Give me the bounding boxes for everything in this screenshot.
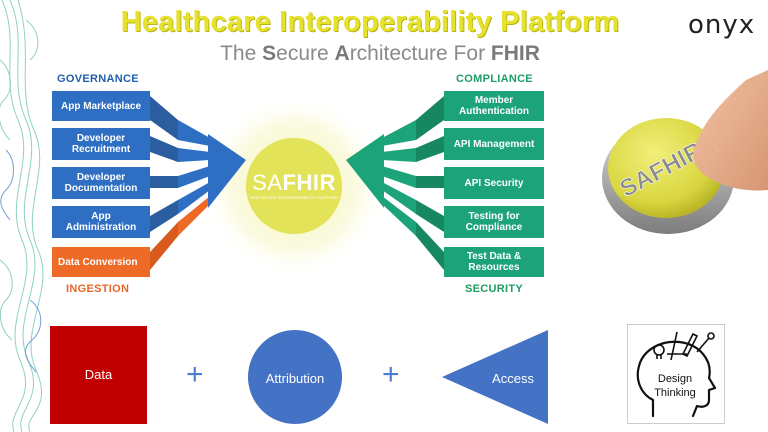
attribution-label: Attribution: [265, 371, 325, 386]
tile-member-authentication: Member Authentication: [444, 91, 544, 121]
data-label: Data: [84, 367, 113, 382]
hub-tagline: HEALTHCARE INTEROPERABILITY PLATFORM: [250, 195, 338, 200]
page-title: Healthcare Interoperability Platform: [120, 6, 620, 38]
safhir-button-image: SAFHIR: [602, 70, 768, 234]
right-arrowhead: [346, 134, 384, 208]
design-thinking-head-icon: [636, 331, 717, 418]
attribution-circle: [248, 330, 342, 424]
tile-developer-recruitment: Developer Recruitment: [52, 128, 150, 160]
tile-api-management: API Management: [444, 128, 544, 160]
tile-data-conversion: Data Conversion: [52, 247, 150, 277]
safhir-hub: [246, 138, 342, 234]
plus-sign-2: +: [382, 358, 400, 391]
tile-api-security: API Security: [444, 167, 544, 199]
button-face: [608, 118, 724, 218]
tile-developer-documentation: Developer Documentation: [52, 167, 150, 199]
compliance-heading: COMPLIANCE: [456, 73, 533, 85]
left-arrowhead: [208, 134, 246, 208]
access-triangle: [442, 330, 548, 424]
topographic-lines-decoration: [0, 0, 44, 432]
onyx-logo: onyx: [688, 10, 756, 40]
plus-sign-1: +: [186, 358, 204, 391]
tile-app-administration: App Administration: [52, 206, 150, 238]
converging-arrows: [150, 94, 444, 278]
tile-app-marketplace: App Marketplace: [52, 91, 150, 121]
access-label: Access: [492, 371, 534, 386]
tile-testing-for-compliance: Testing for Compliance: [444, 206, 544, 238]
page-subtitle: The Secure Architecture For FHIR: [220, 42, 540, 65]
tile-test-data-resources: Test Data & Resources: [444, 247, 544, 277]
hub-logo-text: SAFHIR: [252, 170, 336, 195]
governance-heading: GOVERNANCE: [57, 73, 139, 85]
finger-image: [693, 70, 768, 191]
fingernail: [699, 142, 719, 153]
data-square: [50, 326, 147, 424]
security-heading: SECURITY: [465, 283, 524, 295]
ingestion-heading: INGESTION: [66, 283, 130, 295]
